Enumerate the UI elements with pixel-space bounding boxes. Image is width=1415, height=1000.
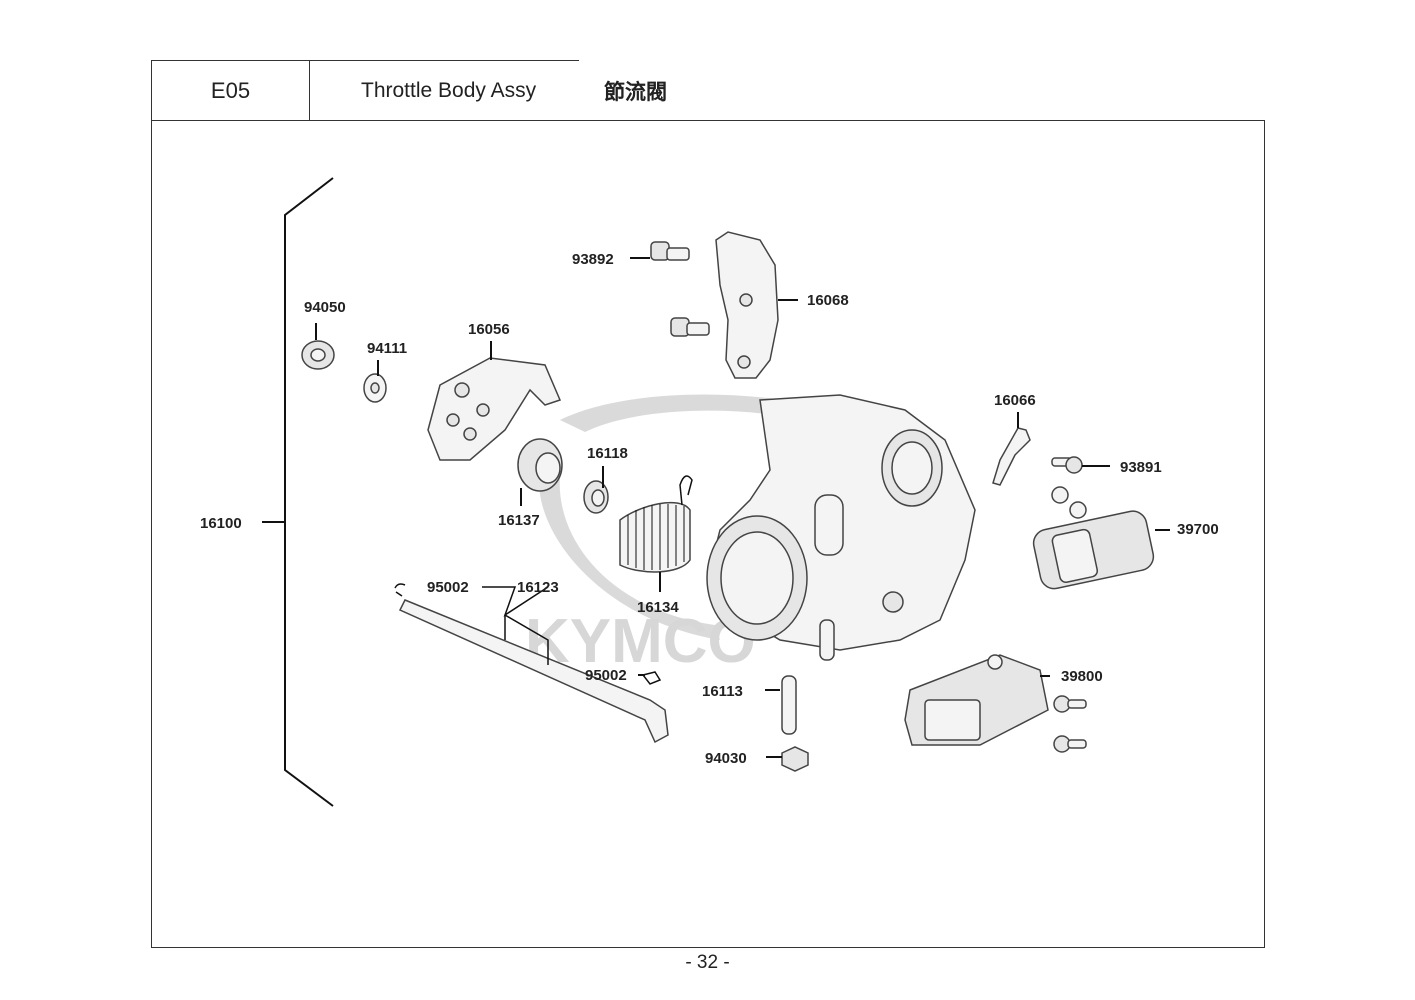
page-title: Throttle Body Assy bbox=[309, 60, 579, 121]
nut-94030 bbox=[781, 746, 809, 772]
pin-16113 bbox=[781, 675, 797, 735]
bolt-93892 bbox=[650, 241, 710, 337]
part-label-39800: 39800 bbox=[1061, 668, 1103, 685]
diagram-frame bbox=[151, 120, 1265, 948]
cam-plate-16056 bbox=[427, 357, 562, 461]
collar-16137 bbox=[517, 438, 563, 492]
part-label-95002-bottom: 95002 bbox=[585, 667, 627, 684]
part-label-16066: 16066 bbox=[994, 392, 1036, 409]
part-label-16137: 16137 bbox=[498, 512, 540, 529]
washer-94111 bbox=[363, 373, 387, 403]
part-label-16056: 16056 bbox=[468, 321, 510, 338]
part-label-16068: 16068 bbox=[807, 292, 849, 309]
part-label-93892: 93892 bbox=[572, 251, 614, 268]
part-label-16123: 16123 bbox=[517, 579, 559, 596]
part-label-93891: 93891 bbox=[1120, 459, 1162, 476]
nut-94050 bbox=[301, 340, 335, 370]
module-39800 bbox=[904, 654, 1049, 746]
part-label-16113: 16113 bbox=[702, 683, 743, 700]
part-label-94111: 94111 bbox=[367, 340, 407, 357]
part-label-16134: 16134 bbox=[637, 599, 679, 616]
part-label-94030: 94030 bbox=[705, 750, 747, 767]
throttle-body-housing bbox=[706, 394, 976, 661]
part-label-16118: 16118 bbox=[587, 445, 628, 462]
screws-39800 bbox=[1053, 695, 1087, 753]
page-title-cn: 節流閥 bbox=[604, 80, 667, 104]
part-label-94050: 94050 bbox=[304, 299, 346, 316]
page-number: - 32 - bbox=[685, 952, 730, 973]
lever-16066 bbox=[992, 427, 1031, 486]
part-label-39700: 39700 bbox=[1177, 521, 1219, 538]
spring-16134 bbox=[619, 475, 693, 573]
sensor-39700 bbox=[1032, 486, 1155, 590]
screw-93891 bbox=[1051, 456, 1083, 474]
part-label-16100: 16100 bbox=[200, 515, 242, 532]
assembly-bracket bbox=[284, 177, 334, 807]
throttle-shaft-16123 bbox=[394, 583, 669, 744]
clip-95002 bbox=[641, 671, 662, 685]
part-label-95002-top: 95002 bbox=[427, 579, 469, 596]
leader-lines bbox=[315, 257, 1170, 758]
seal-16118 bbox=[583, 480, 609, 514]
